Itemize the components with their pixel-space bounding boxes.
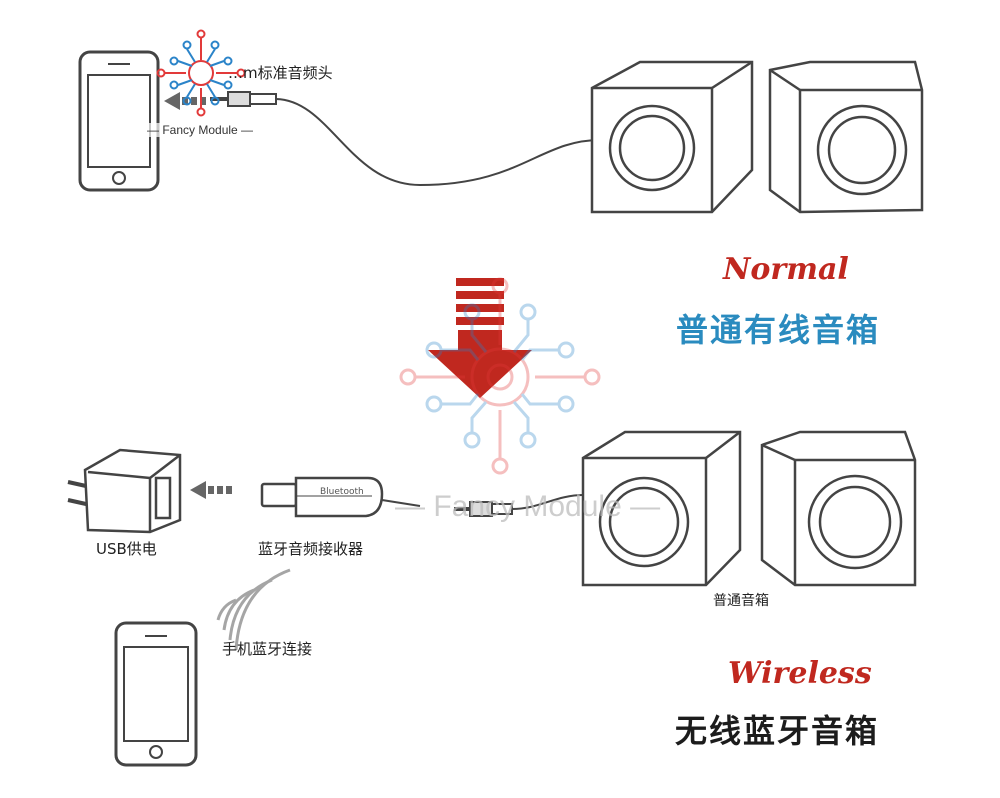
bluetooth-receiver-icon [260, 476, 421, 518]
receiver-label: 蓝牙音频接收器 [258, 540, 364, 558]
arrow-left-top-icon [164, 92, 206, 110]
watermark-logo-small [156, 29, 246, 117]
phone-connect-label: 手机蓝牙连接 [222, 640, 313, 658]
watermark-logo-large [399, 277, 601, 475]
normal-title: Normal [723, 252, 849, 287]
usb-power-label: USB供电 [96, 540, 157, 558]
bluetooth-signal-icon [216, 568, 291, 651]
phone-bottom-icon [114, 621, 198, 767]
speaker-bottom-right-icon [760, 430, 917, 587]
down-arrow-icon [428, 278, 532, 398]
normal-subtitle: 普通有线音箱 [676, 311, 881, 349]
speaker-top-left-icon [590, 60, 754, 214]
dongle-brand-text: Bluetooth [320, 487, 364, 497]
cable-bottom [511, 494, 585, 510]
cable-top [275, 98, 601, 187]
wireless-title: Wireless [728, 656, 872, 691]
usb-charger-icon [67, 448, 182, 534]
watermark-text-small: — Fancy Module — [145, 123, 256, 137]
watermark-text-large: — Fancy Module — [395, 490, 661, 523]
audio-jack-top-icon [210, 91, 277, 107]
speaker-top-right-icon [768, 60, 924, 214]
phone-top-icon [78, 50, 160, 192]
speaker-label: 普通音箱 [713, 593, 769, 609]
arrow-left-bottom-icon [190, 481, 232, 499]
speaker-bottom-left-icon [581, 430, 742, 587]
wireless-subtitle: 无线蓝牙音箱 [675, 712, 880, 750]
jack-label: …m标准音频头 [228, 64, 333, 82]
